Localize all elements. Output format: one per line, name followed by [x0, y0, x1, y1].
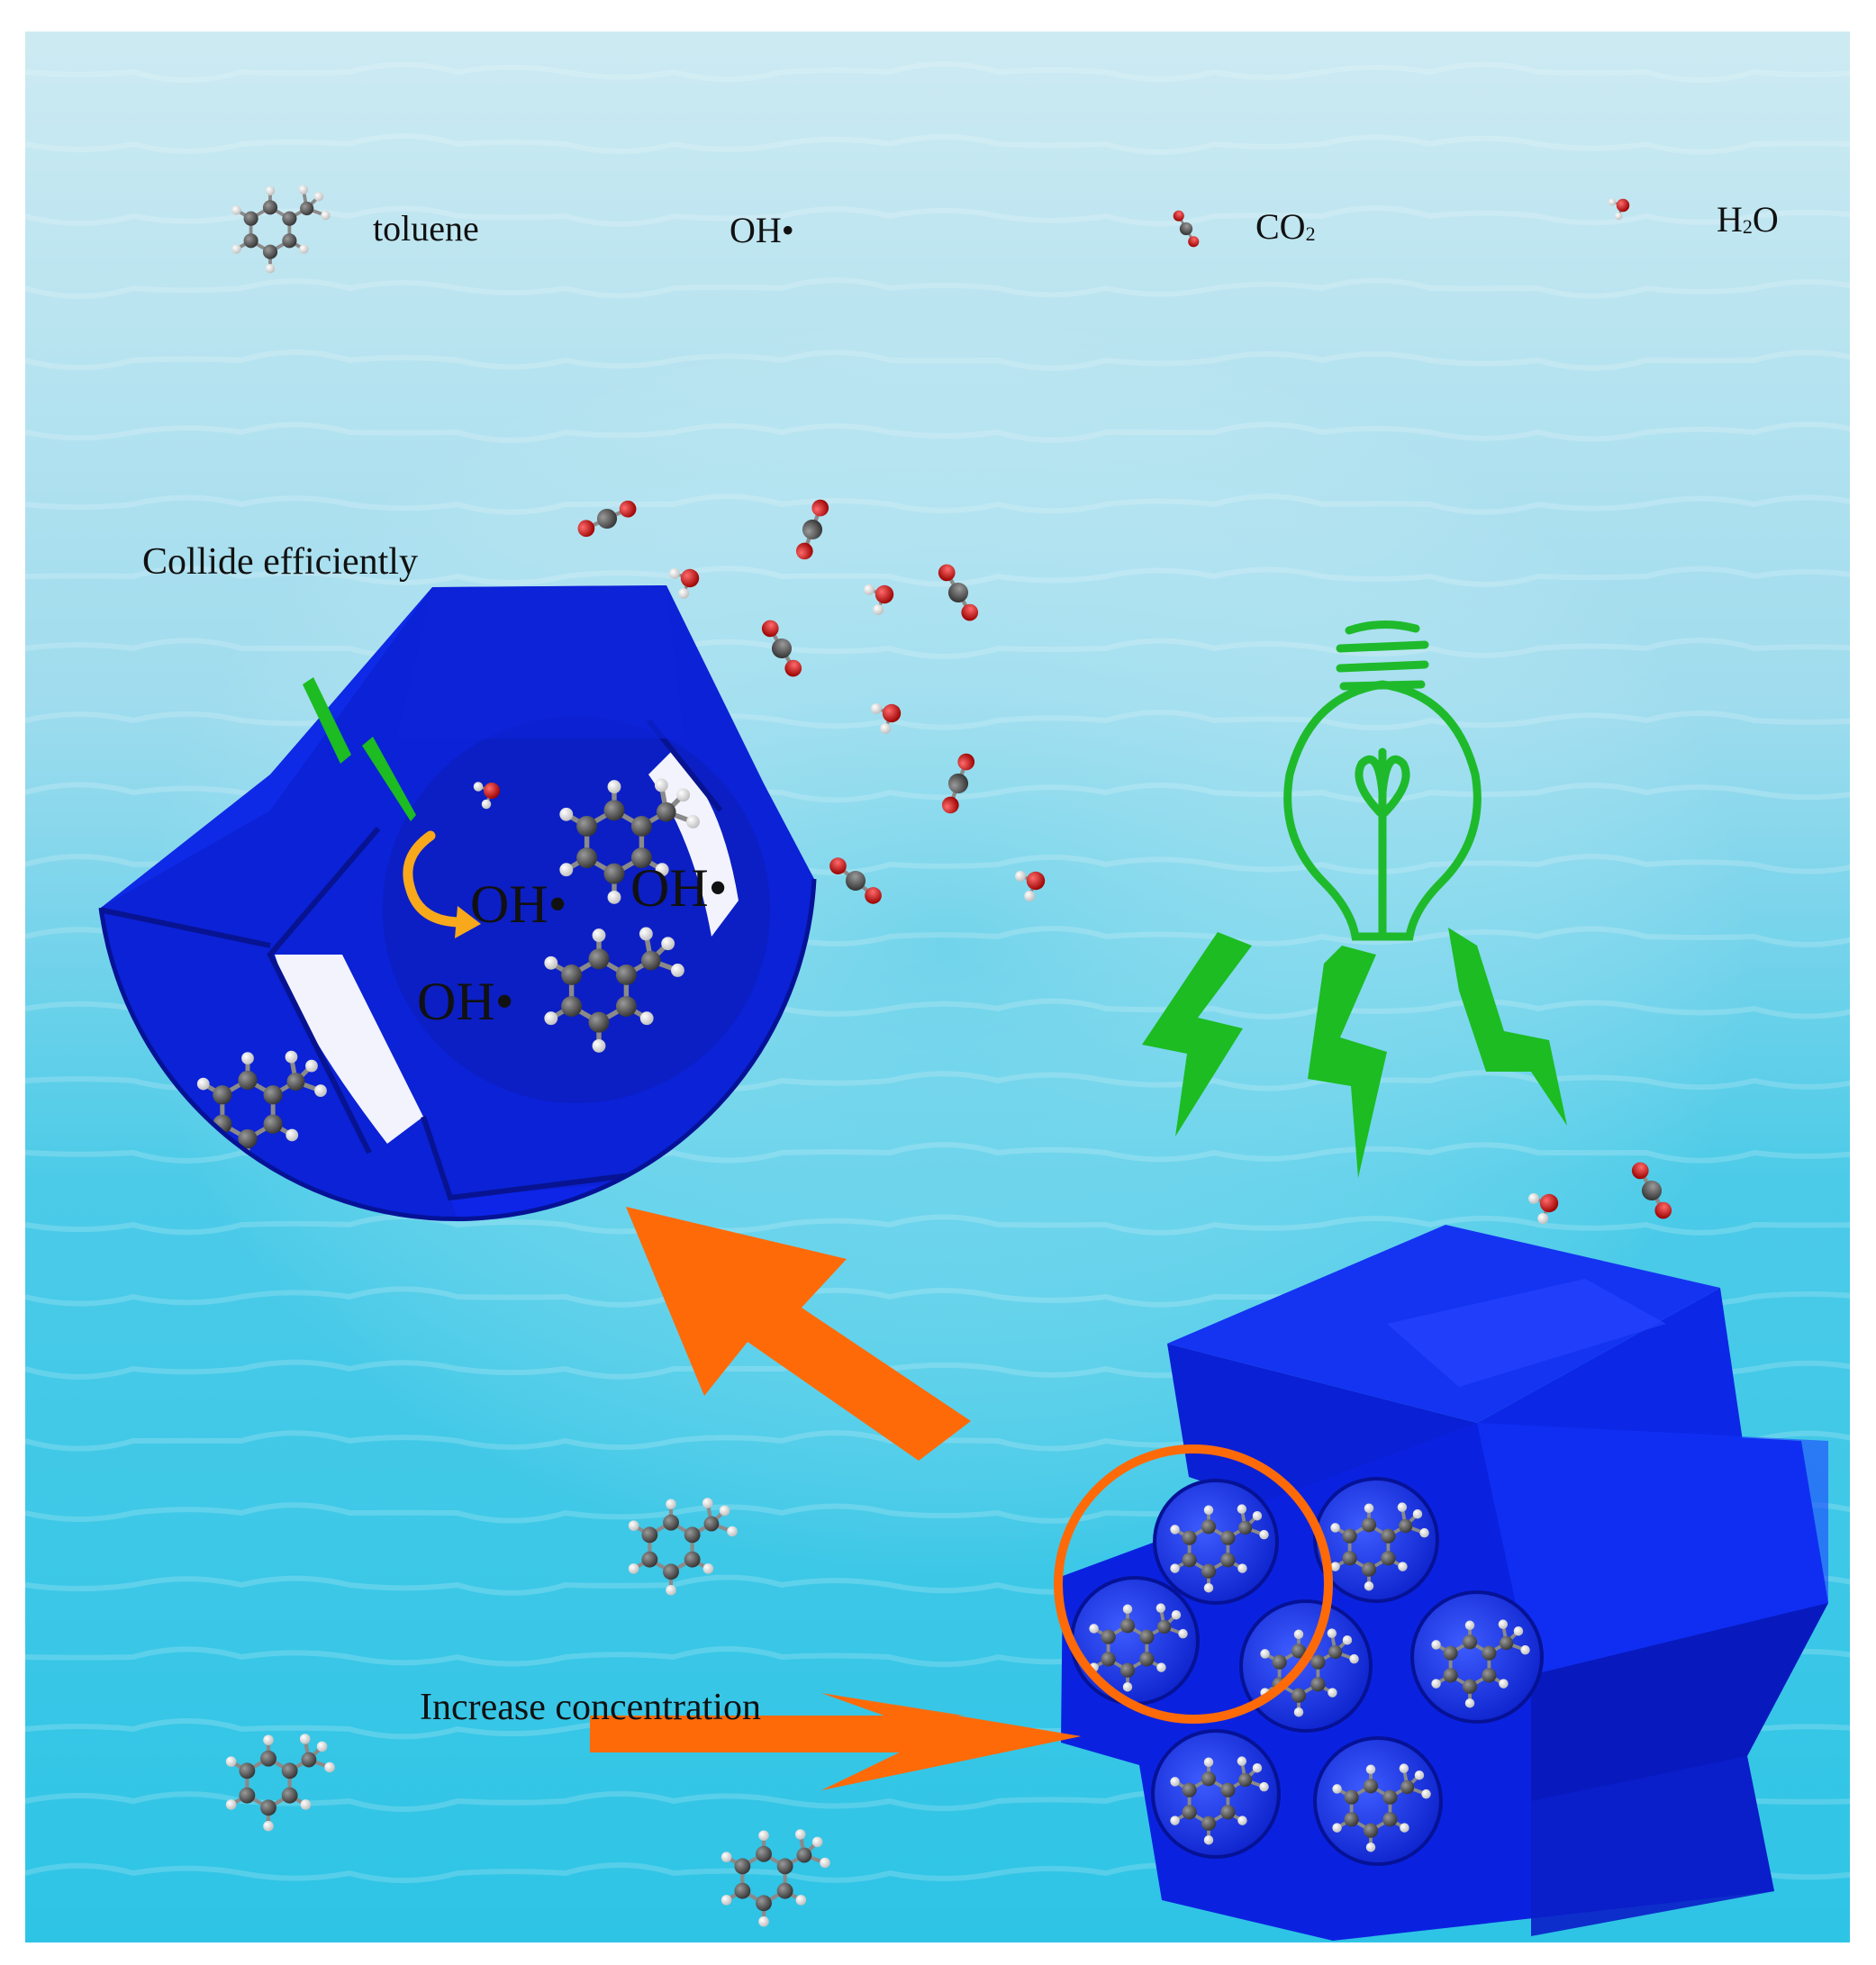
co2-molecule-icon: [761, 620, 802, 677]
legend-co2-label: CO2: [1255, 205, 1316, 248]
co2-molecule-icon: [795, 499, 829, 560]
oh-radical-label-2: OH•: [630, 858, 728, 918]
light-bulb-icon: [1283, 620, 1482, 941]
collide-efficiently-label: Collide efficiently: [142, 541, 418, 583]
magnify-arrow: [626, 1207, 971, 1461]
h2o-h-text: H: [1717, 199, 1743, 240]
oh-radical-label-1: OH•: [470, 874, 567, 934]
toluene-molecule-icon: [628, 1498, 738, 1596]
h2o-molecule-icon: [1015, 870, 1046, 901]
co2-molecule-icon: [938, 564, 979, 621]
h2o-subscript: 2: [1742, 215, 1753, 239]
legend-toluene-label: toluene: [373, 208, 479, 249]
oh-radical-label-3: OH•: [417, 972, 514, 1031]
increase-concentration-label: Increase concentration: [420, 1687, 761, 1728]
framework-pore: [1070, 1576, 1200, 1706]
lightning-bolt-icon: [1448, 928, 1567, 1126]
window-left: [275, 955, 423, 1144]
lightning-bolt-icon: [1142, 932, 1252, 1136]
toluene-molecule-icon: [225, 1734, 335, 1832]
highlight-ring: [1054, 1444, 1333, 1724]
framework-pore: [1313, 1736, 1443, 1866]
h2o-molecule-icon: [871, 702, 902, 734]
toluene-molecule-icon: [720, 1829, 830, 1927]
framework-pore: [1410, 1590, 1544, 1724]
co2-subscript: 2: [1305, 222, 1316, 246]
co2-molecule-icon: [829, 857, 882, 904]
legend-h2o-icon: [1608, 198, 1630, 221]
legend-h2o-label: H2O: [1717, 198, 1779, 240]
hexagonal-framework: [1054, 1225, 1828, 1941]
h2o-molecule-icon: [669, 567, 700, 599]
co2-molecule-icon: [941, 753, 975, 814]
h2o-o-text: O: [1752, 199, 1779, 240]
legend-oh-radical-label: OH•: [730, 210, 794, 250]
window-right: [648, 752, 739, 937]
co2-molecule-icon: [577, 500, 637, 538]
lightning-bolt-icon: [1308, 946, 1387, 1178]
h2o-molecule-icon: [1528, 1192, 1559, 1224]
product-molecules: [577, 499, 1672, 1224]
legend-co2-icon: [1173, 210, 1200, 248]
legend-toluene-icon: [231, 185, 331, 274]
h2o-molecule-icon: [864, 584, 894, 615]
framework-pore: [1313, 1477, 1439, 1603]
lightning-bolt-icon: [303, 677, 416, 821]
curved-arrow-icon: [403, 830, 481, 938]
magnified-framework-bowl: [98, 585, 817, 1221]
co2-text: CO: [1255, 206, 1306, 247]
co2-molecule-icon: [1631, 1162, 1672, 1219]
framework-pore: [1151, 1729, 1281, 1859]
framework-pore: [1153, 1479, 1279, 1605]
lightning-bolts: [1142, 928, 1567, 1178]
